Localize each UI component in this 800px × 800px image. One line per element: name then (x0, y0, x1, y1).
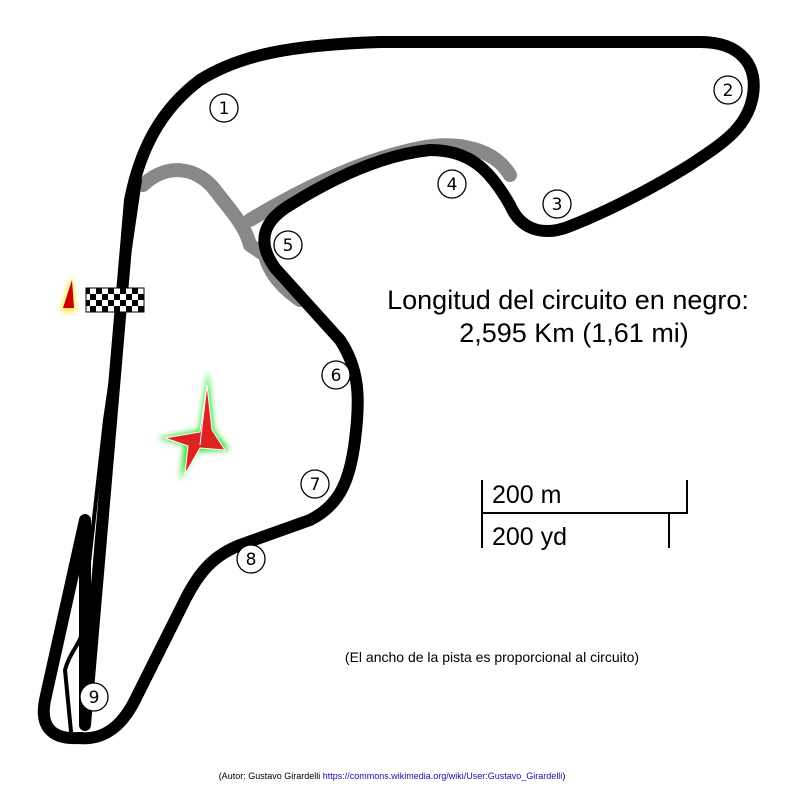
svg-text:8: 8 (246, 550, 257, 570)
turn-marker-6: 6 (321, 360, 351, 390)
turn-marker-2: 2 (713, 75, 743, 105)
svg-text:5: 5 (283, 236, 294, 256)
checkered-flag-icon (85, 287, 145, 313)
turn-marker-3: 3 (542, 189, 572, 219)
scale-imperial-label: 200 yd (492, 523, 567, 551)
turn-marker-8: 8 (236, 544, 266, 574)
turn-marker-4: 4 (437, 169, 467, 199)
turn-marker-7: 7 (300, 469, 330, 499)
turn-marker-1: 1 (209, 93, 239, 123)
north-arrow-icon (157, 370, 230, 480)
scale-metric-label: 200 m (492, 481, 561, 509)
alternate-track-section (136, 138, 517, 307)
track-width-note: (El ancho de la pista es proporcional al… (345, 649, 639, 665)
author-credit-close: ) (562, 771, 565, 781)
svg-text:6: 6 (331, 366, 342, 386)
svg-text:1: 1 (219, 99, 230, 119)
direction-arrow-icon (60, 275, 76, 312)
turn-marker-9: 9 (79, 682, 109, 712)
turn-marker-5: 5 (273, 230, 303, 260)
svg-text:9: 9 (89, 688, 100, 708)
svg-text:7: 7 (310, 475, 321, 495)
scale-bar: 200 m 200 yd (481, 480, 688, 551)
circuit-length-line1: Longitud del circuito en negro: (387, 285, 749, 315)
svg-text:4: 4 (447, 175, 458, 195)
circuit-length-line2: 2,595 Km (1,61 mi) (459, 318, 689, 348)
pit-lane (62, 178, 142, 744)
svg-text:3: 3 (552, 195, 563, 215)
author-credit-name: (Autor: Gustavo Girardelli (219, 771, 323, 781)
author-credit: (Autor: Gustavo Girardelli https://commo… (219, 771, 566, 781)
main-circuit-track (37, 36, 760, 745)
author-credit-link[interactable]: https://commons.wikimedia.org/wiki/User:… (323, 771, 563, 781)
svg-text:2: 2 (723, 81, 734, 101)
